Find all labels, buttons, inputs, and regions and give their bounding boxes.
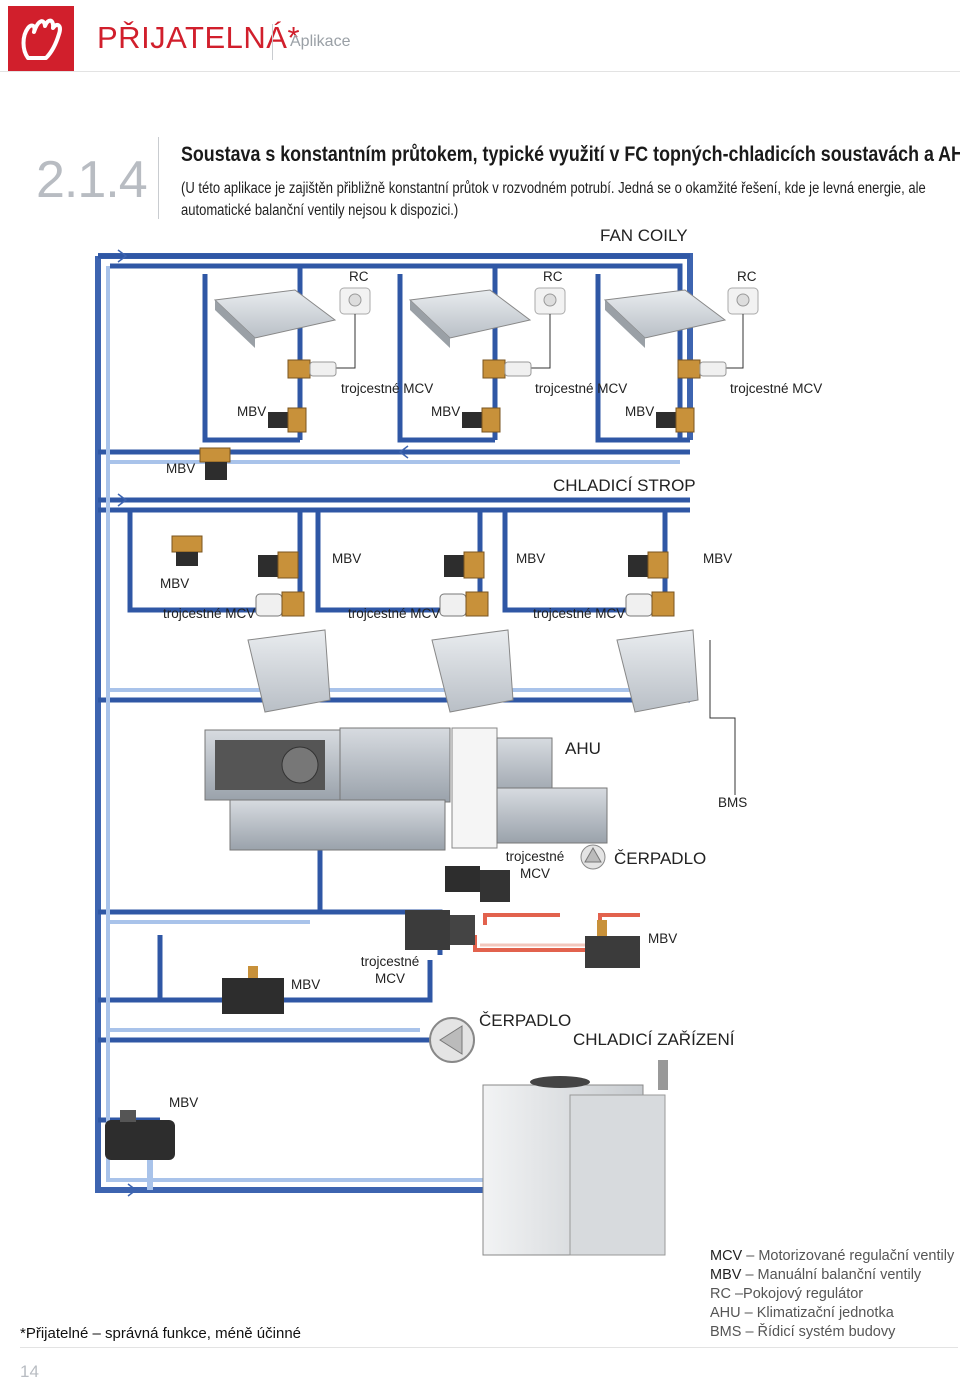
pump-icon bbox=[429, 1017, 475, 1063]
fan-coil-title: FAN COILY bbox=[600, 226, 688, 245]
hand-logo-icon bbox=[21, 18, 62, 60]
three-way-valve-icon bbox=[255, 591, 305, 617]
balancing-valve-icon bbox=[462, 407, 501, 433]
balancing-valve-icon bbox=[444, 551, 485, 579]
air-handling-unit bbox=[204, 727, 608, 851]
legend: MCV – Motorizované regulační ventily MBV… bbox=[710, 1247, 954, 1342]
mbv-label: MBV bbox=[166, 461, 196, 476]
section-description: (U této aplikace je zajištěn přibližně k… bbox=[181, 180, 926, 219]
mcv-label: trojcestné MCV bbox=[341, 381, 434, 396]
page-header-title: PŘIJATELNÁ* bbox=[97, 20, 301, 55]
room-controller-icon bbox=[339, 287, 371, 315]
section-divider bbox=[158, 137, 159, 219]
cooling-panel-icon bbox=[616, 629, 699, 713]
mbv-label: MBV bbox=[431, 404, 461, 419]
fan-coil-unit bbox=[603, 289, 727, 348]
pump-label: ČERPADLO bbox=[479, 1011, 572, 1030]
footer-rule bbox=[20, 1347, 958, 1348]
rc-label: RC bbox=[543, 269, 563, 284]
mcv-label: trojcestné MCV bbox=[533, 606, 626, 621]
ahu-title: AHU bbox=[565, 739, 601, 758]
mbv-label: MBV bbox=[332, 551, 362, 566]
header-rule bbox=[0, 71, 960, 72]
mbv-label: MBV bbox=[516, 551, 546, 566]
mbv-label: MBV bbox=[160, 576, 190, 591]
chiller-title: CHLADICÍ ZAŘÍZENÍ bbox=[573, 1030, 735, 1049]
mbv-label: MBV bbox=[291, 977, 321, 992]
cooling-ceiling-title: CHLADICÍ STROP bbox=[553, 476, 696, 495]
brand-logo bbox=[8, 6, 74, 72]
balancing-valve-icon bbox=[199, 447, 231, 480]
pump-icon bbox=[580, 844, 606, 870]
mcv-label: trojcestné MCV bbox=[348, 606, 441, 621]
mbv-label: MBV bbox=[625, 404, 655, 419]
footnote: *Přijatelné – správná funkce, méně účinn… bbox=[20, 1325, 302, 1342]
mbv-label: MBV bbox=[703, 551, 733, 566]
legend-item: BMS – Řídicí systém budovy bbox=[710, 1324, 896, 1340]
mbv-label: MBV bbox=[237, 404, 267, 419]
balancing-valve-icon bbox=[171, 535, 203, 566]
page-number: 14 bbox=[20, 1362, 39, 1381]
mcv-label: trojcestné MCV bbox=[535, 381, 628, 396]
section-title: Soustava s konstantním průtokem, typické… bbox=[181, 143, 960, 166]
mcv-label: trojcestné MCV bbox=[360, 954, 420, 986]
legend-item: RC –Pokojový regulátor bbox=[710, 1286, 864, 1302]
three-way-valve-icon bbox=[625, 591, 675, 617]
three-way-valve-icon bbox=[445, 866, 510, 902]
chiller-unit bbox=[482, 1060, 668, 1256]
fan-coil-unit bbox=[213, 289, 337, 348]
legend-item: MCV – Motorizované regulační ventily bbox=[710, 1248, 955, 1264]
three-way-valve-icon bbox=[405, 910, 475, 950]
cooling-panel-icon bbox=[247, 629, 331, 713]
three-way-valve-icon bbox=[677, 359, 727, 379]
balancing-valve-icon bbox=[628, 551, 669, 579]
balancing-valve-icon bbox=[268, 407, 307, 433]
balancing-valve-icon bbox=[222, 966, 284, 1014]
room-controller-icon bbox=[727, 287, 759, 315]
mcv-label: trojcestné MCV bbox=[163, 606, 256, 621]
room-controller-icon bbox=[534, 287, 566, 315]
three-way-valve-icon bbox=[482, 359, 532, 379]
legend-item: MBV – Manuální balanční ventily bbox=[710, 1267, 922, 1283]
flow-arrows bbox=[117, 249, 409, 1197]
page-header-subtitle: Aplikace bbox=[290, 33, 351, 50]
fan-coil-unit bbox=[408, 289, 532, 348]
mcv-label: trojcestné MCV bbox=[505, 849, 565, 881]
bms-label: BMS bbox=[718, 795, 748, 810]
rc-label: RC bbox=[349, 269, 369, 284]
cooling-panel-icon bbox=[431, 629, 514, 713]
balancing-valve-icon bbox=[258, 551, 299, 579]
three-way-valve-icon bbox=[439, 591, 489, 617]
balancing-valve-icon bbox=[105, 1110, 175, 1160]
return-pipes bbox=[106, 266, 680, 1182]
mbv-label: MBV bbox=[648, 931, 678, 946]
mbv-label: MBV bbox=[169, 1095, 199, 1110]
mcv-label: trojcestné MCV bbox=[730, 381, 823, 396]
pump-label: ČERPADLO bbox=[614, 849, 707, 868]
header-divider bbox=[272, 24, 273, 60]
three-way-valve-icon bbox=[287, 359, 337, 379]
legend-item: AHU – Klimatizační jednotka bbox=[710, 1305, 894, 1321]
section-number: 2.1.4 bbox=[36, 151, 148, 209]
balancing-valve-icon bbox=[585, 920, 640, 968]
balancing-valve-icon bbox=[656, 407, 695, 433]
rc-label: RC bbox=[737, 269, 757, 284]
